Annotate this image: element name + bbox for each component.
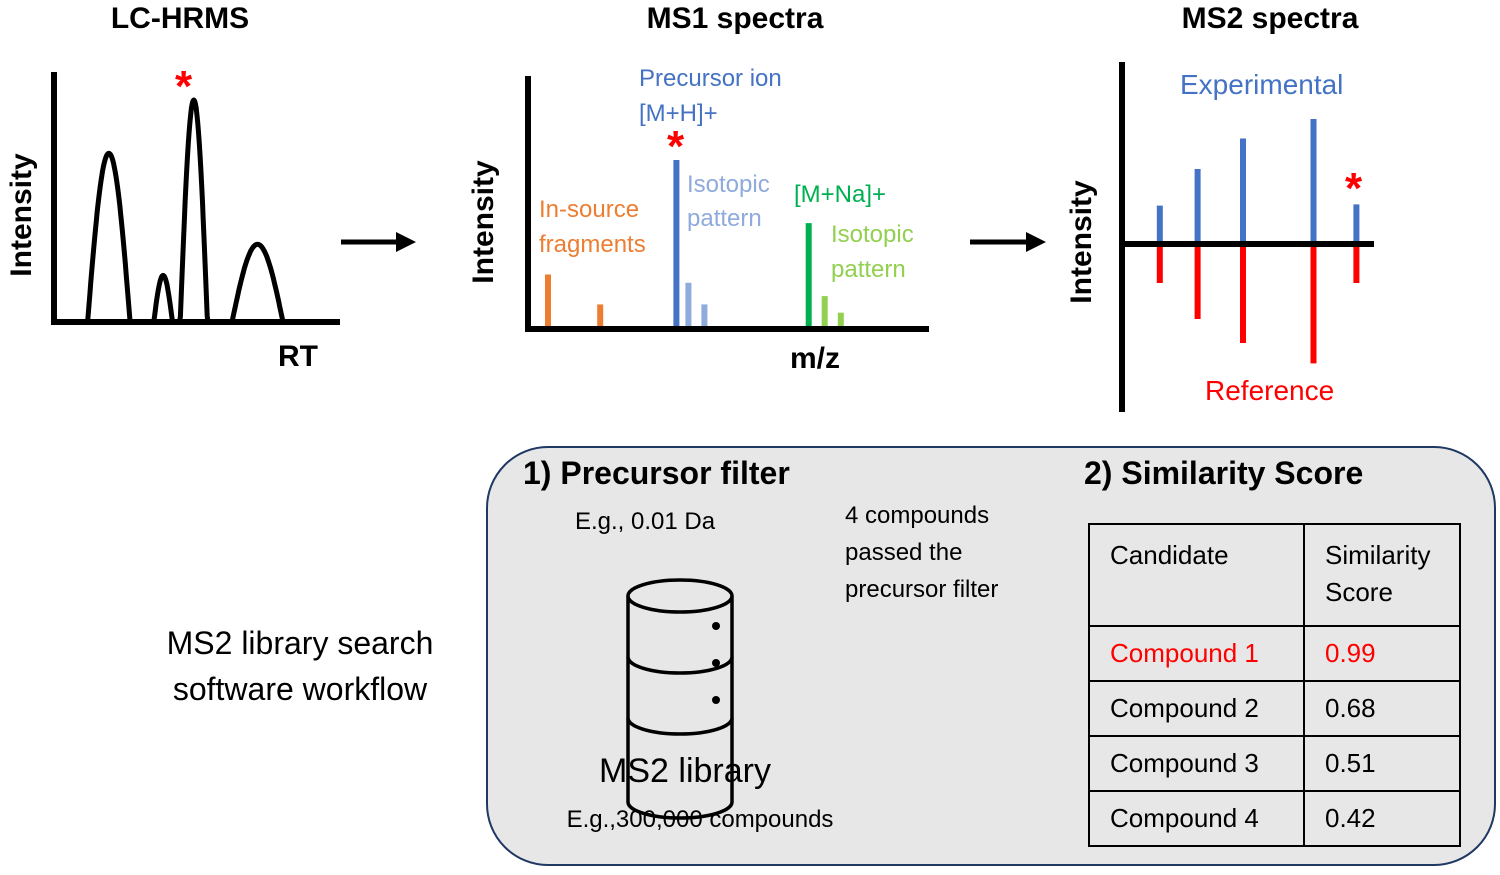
na-adduct-peak — [805, 223, 812, 326]
experimental-peak — [1310, 119, 1317, 241]
lc-title: LC-HRMS — [110, 2, 250, 35]
experimental-peak — [1194, 169, 1201, 241]
precursor-label-2: [M+H]+ — [639, 100, 718, 127]
experimental-label: Experimental — [1180, 69, 1344, 100]
reference-label: Reference — [1205, 375, 1335, 406]
table-row: Compound 3 0.51 — [1088, 735, 1461, 792]
transition-line3: precursor filter — [845, 576, 999, 603]
candidate-cell: Compound 1 — [1088, 625, 1305, 682]
isotopic-label-1b: pattern — [687, 205, 762, 232]
precursor-peak — [673, 160, 680, 326]
header-score: Similarity Score — [1303, 523, 1461, 627]
na-isotope-peak — [837, 312, 844, 326]
transition-line1: 4 compounds — [845, 502, 990, 529]
insource-label-2: fragments — [539, 231, 646, 258]
isotope-peak — [701, 304, 708, 326]
ms1-title: MS1 spectra — [646, 2, 824, 35]
workflow-label-line1: MS2 library search — [166, 625, 434, 661]
isotopic-label-1a: Isotopic — [687, 171, 770, 198]
transition-text: 4 compounds passed the precursor filter — [845, 497, 998, 608]
workflow-side-label: MS2 library search software workflow — [150, 620, 450, 712]
transition-line2: passed the — [845, 539, 963, 566]
ms2-title: MS2 spectra — [1181, 2, 1359, 35]
reference-peak — [1353, 247, 1360, 283]
score-cell: 0.99 — [1303, 625, 1461, 682]
experimental-peak — [1240, 138, 1246, 241]
fragment-peak — [597, 304, 604, 326]
isotopic-label-2a: Isotopic — [831, 221, 914, 248]
library-size: E.g.,300,000 compounds — [566, 806, 834, 833]
score-cell: 0.68 — [1303, 680, 1461, 737]
table-row: Compound 1 0.99 — [1088, 625, 1461, 682]
step1-title: 1) Precursor filter — [523, 455, 790, 491]
reference-peak — [1240, 247, 1246, 343]
isotopic-label-2b: pattern — [831, 256, 906, 283]
precursor-label-1: Precursor ion — [639, 65, 782, 92]
experimental-peak — [1156, 205, 1163, 241]
score-cell: 0.42 — [1303, 790, 1461, 847]
candidate-cell: Compound 4 — [1088, 790, 1305, 847]
score-cell: 0.51 — [1303, 735, 1461, 792]
candidate-cell: Compound 3 — [1088, 735, 1305, 792]
ms1-ylabel: Intensity — [467, 160, 500, 284]
insource-label-1: In-source — [539, 196, 640, 223]
isotope-peak — [685, 282, 692, 326]
similarity-table: Candidate Similarity Score Compound 1 0.… — [1088, 523, 1461, 847]
header-score-line2: Score — [1325, 577, 1393, 607]
table-header-row: Candidate Similarity Score — [1088, 523, 1461, 627]
lc-peak-marker: * — [175, 62, 193, 111]
candidate-cell: Compound 2 — [1088, 680, 1305, 737]
table-row: Compound 4 0.42 — [1088, 790, 1461, 847]
ms2-ylabel: Intensity — [1065, 180, 1098, 304]
na-adduct-label: [M+Na]+ — [794, 181, 887, 208]
arrow-icon-2 — [970, 232, 1046, 252]
ms2-marker: * — [1345, 164, 1363, 213]
table-row: Compound 2 0.68 — [1088, 680, 1461, 737]
lc-xlabel: RT — [278, 340, 318, 373]
reference-peak — [1156, 247, 1163, 283]
ms1-precursor-marker: * — [667, 122, 685, 171]
ms1-xlabel: m/z — [790, 342, 841, 375]
workflow-label-line2: software workflow — [172, 671, 428, 707]
reference-peak — [1194, 247, 1201, 319]
lc-trace-line — [62, 97, 302, 325]
step2-title: 2) Similarity Score — [1084, 455, 1364, 491]
step1-tolerance: E.g., 0.01 Da — [574, 508, 716, 535]
header-score-line1: Similarity — [1325, 540, 1431, 570]
header-candidate: Candidate — [1088, 523, 1305, 627]
reference-peak — [1310, 247, 1317, 364]
library-label: MS2 library — [599, 752, 771, 790]
na-isotope-peak — [821, 296, 828, 326]
lc-chromatogram — [51, 72, 340, 325]
fragment-peak — [545, 274, 551, 326]
